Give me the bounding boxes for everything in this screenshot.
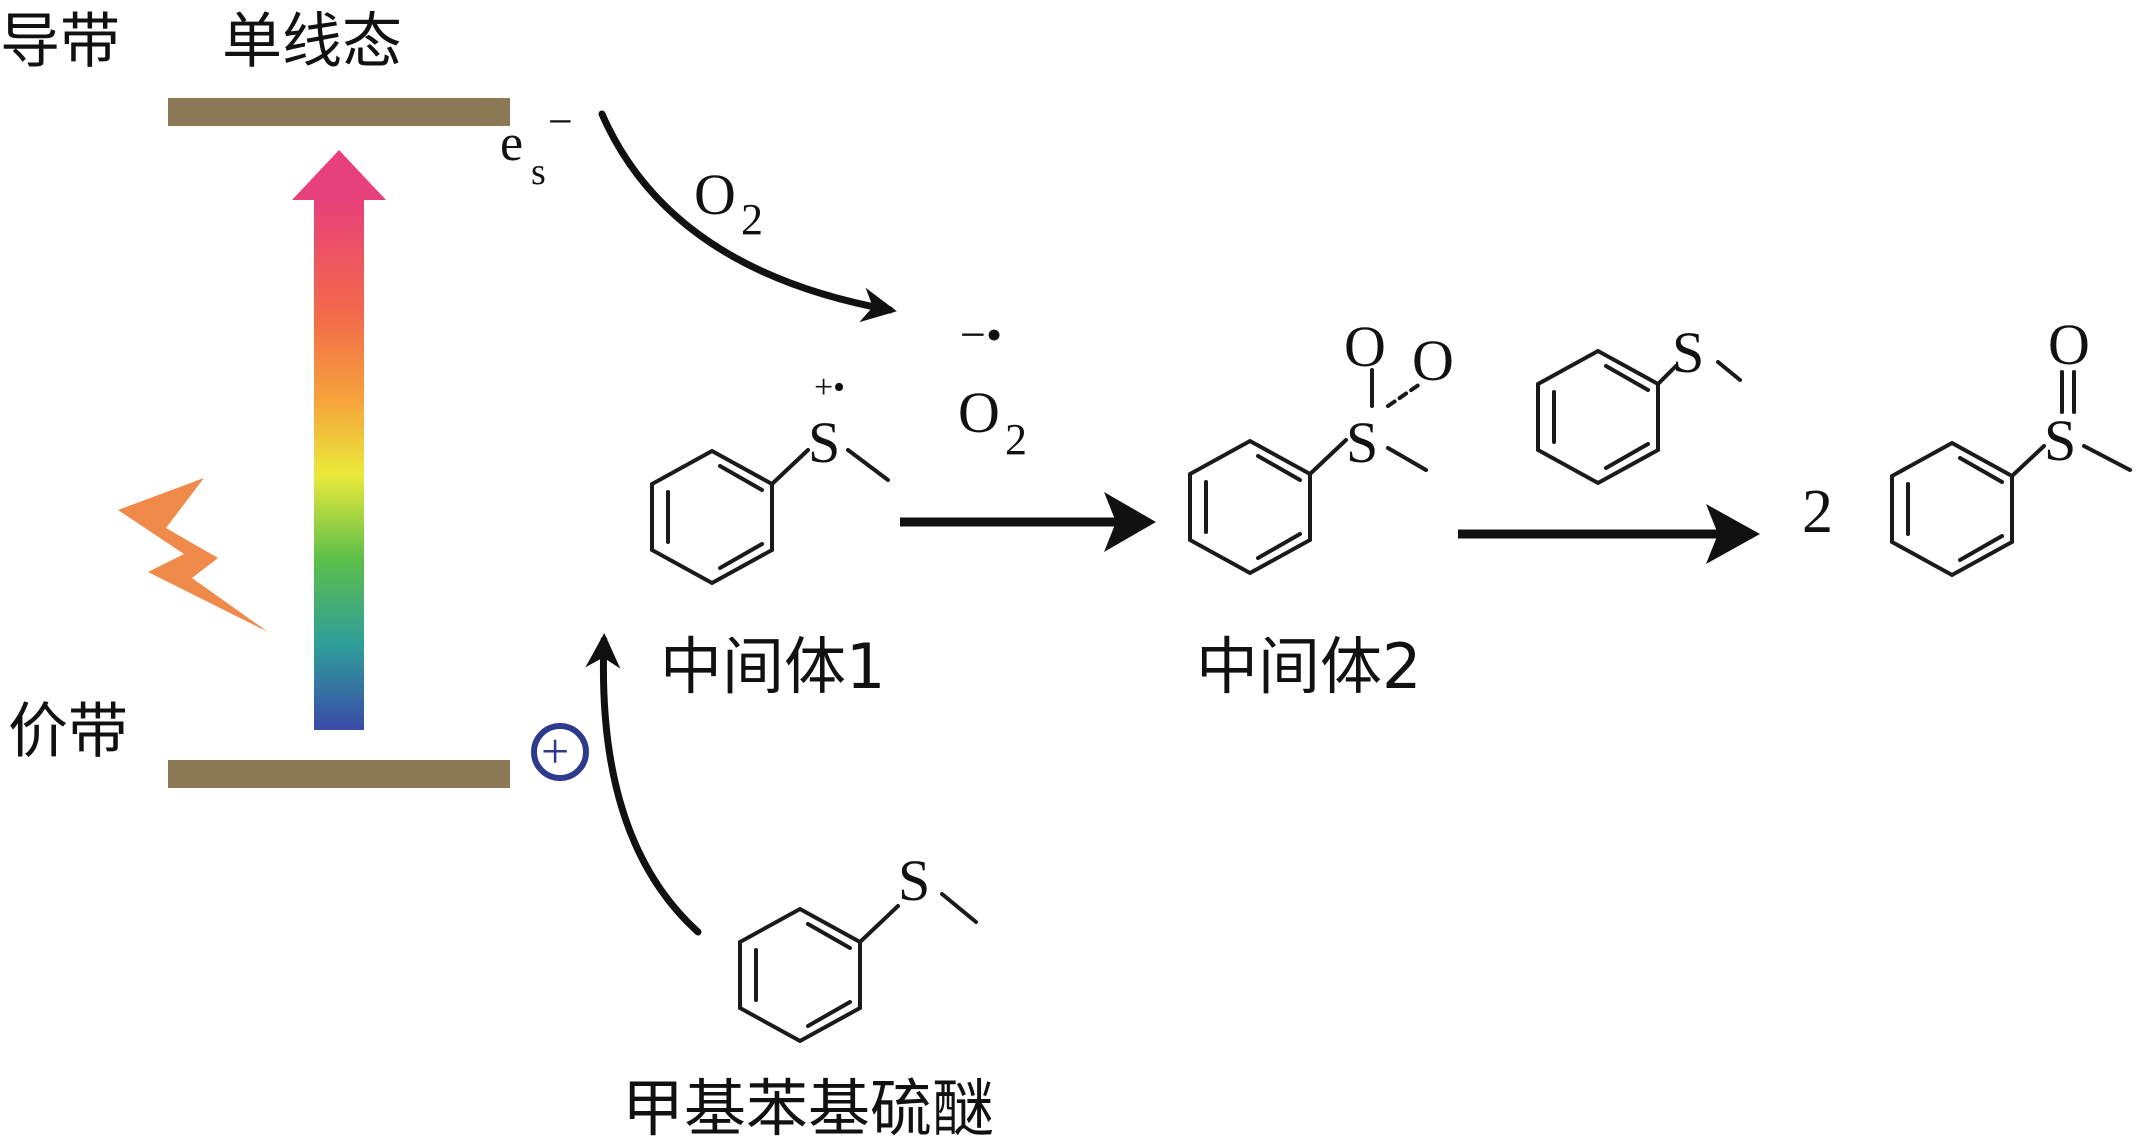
rainbow-up-arrow-icon (292, 150, 386, 730)
svg-text:+: + (541, 723, 569, 779)
svg-text:+•: +• (814, 369, 845, 406)
singlet-state-label: 单线态 (222, 7, 402, 77)
conduction-band-bar (168, 98, 510, 126)
intermediate2-label: 中间体2 (1196, 630, 1421, 703)
svg-text:2: 2 (741, 195, 763, 244)
valence-band-bar (168, 760, 510, 788)
conduction-band-group: 导带 单线态 (0, 7, 510, 126)
svg-text:S: S (2044, 408, 2076, 473)
intermediate2-structure: S O O 中间体2 (1188, 314, 1454, 703)
oxygen-label: O 2 (694, 162, 763, 244)
lightning-bolt-icon (118, 478, 268, 632)
svg-text:s: s (531, 151, 546, 193)
substrate-label: 甲基苯基硫醚 (622, 1072, 994, 1143)
svg-text:O: O (1344, 314, 1386, 379)
electron-transfer-arrow (598, 110, 897, 323)
product-sulfoxide-structure: S O (1890, 312, 2132, 578)
svg-text:S: S (1346, 410, 1378, 475)
svg-text:O: O (2048, 312, 2090, 377)
svg-text:S: S (898, 848, 930, 913)
svg-text:−•: −• (960, 309, 1002, 360)
substrate-thioanisole-structure: S 甲基苯基硫醚 (622, 848, 994, 1143)
svg-text:O: O (1412, 328, 1454, 393)
svg-text:S: S (808, 410, 840, 475)
intermediate1-structure: S +• 中间体1 (650, 369, 890, 703)
superoxide-label: −• O 2 (958, 309, 1027, 464)
svg-text:e: e (500, 115, 523, 172)
svg-text:O: O (958, 380, 1000, 445)
reagent-thioanisole-structure: S (1536, 320, 1742, 486)
step1-arrowhead (1104, 492, 1156, 552)
product-coefficient: 2 (1802, 478, 1833, 546)
step2-arrowhead (1706, 504, 1760, 564)
intermediate1-label: 中间体1 (660, 630, 885, 703)
svg-text:O: O (694, 162, 736, 227)
valence-band-label: 价带 (8, 697, 128, 767)
svg-text:S: S (1672, 320, 1704, 385)
conduction-band-label: 导带 (0, 7, 120, 77)
svg-text:−: − (548, 97, 573, 146)
hole-oxidation-arrow (585, 633, 702, 936)
circled-plus-icon: + (531, 723, 589, 781)
svg-text:2: 2 (1005, 415, 1027, 464)
electron-label: e s − (500, 97, 573, 193)
valence-band-group: 价带 (8, 697, 510, 788)
